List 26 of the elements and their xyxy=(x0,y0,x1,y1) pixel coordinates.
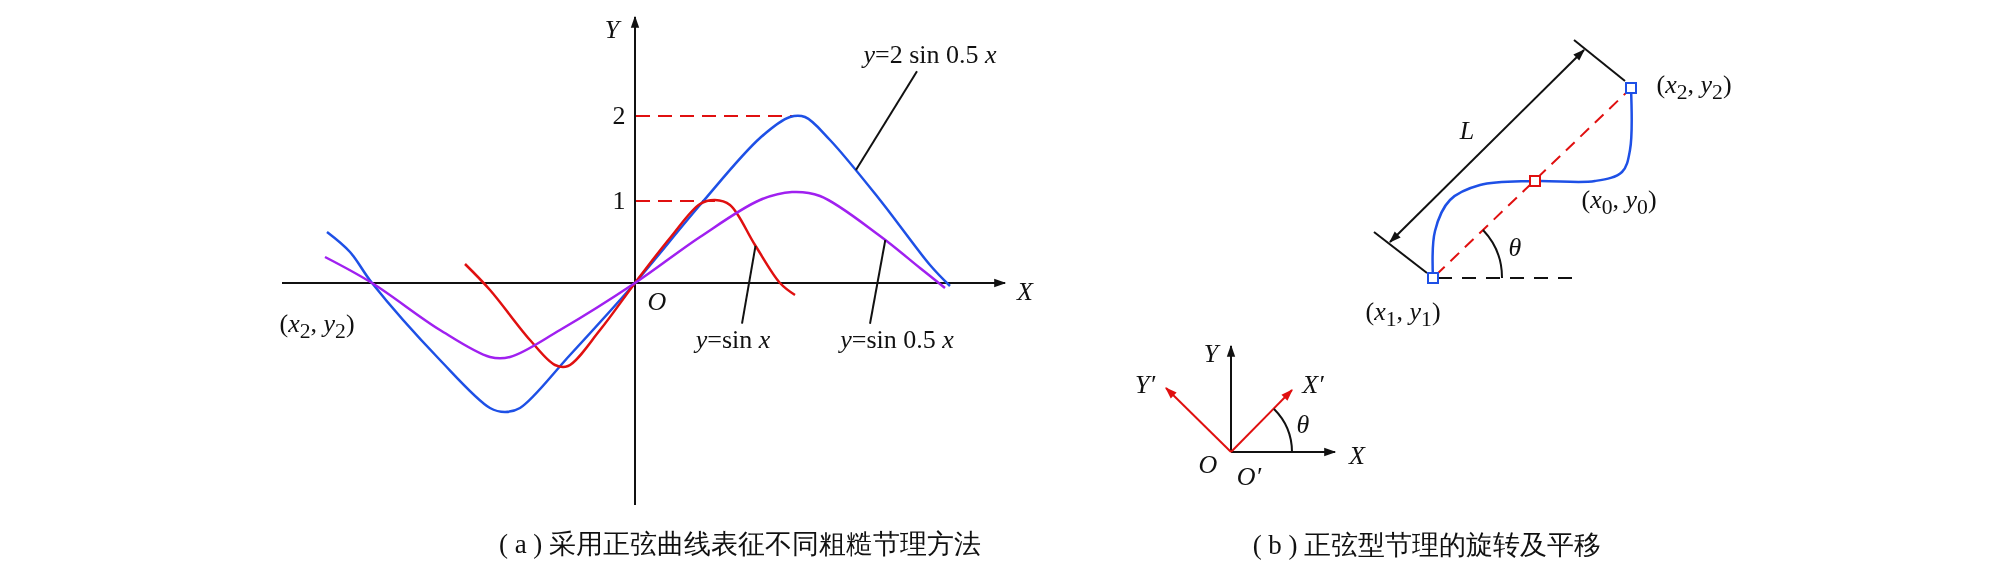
coordinate-label: (x$_{2}$, y$_{2}$) xyxy=(1656,71,1732,105)
caption: ( a ) 采用正弦曲线表征不同粗糙节理方法 xyxy=(498,530,982,560)
leader-line xyxy=(869,238,887,325)
origin-label: O xyxy=(647,287,667,317)
leader-line xyxy=(854,70,918,172)
axis-label: X xyxy=(1349,441,1365,471)
origin-label: O′ xyxy=(1236,462,1262,492)
angle-label: θ xyxy=(1508,233,1522,263)
axis-label: Y xyxy=(1203,339,1219,369)
tick-label: 2 xyxy=(612,101,626,131)
caption: ( b ) 正弦型节理的旋转及平移 xyxy=(1252,531,1602,561)
coordinate-label: (x$_{0}$, y$_{0}$) xyxy=(1581,186,1657,220)
axis-label: Y xyxy=(604,15,620,45)
dimension-label: L xyxy=(1459,116,1475,146)
angle-label: θ xyxy=(1296,410,1310,440)
coordinate-label: (x$_{1}$, y$_{1}$) xyxy=(1365,298,1441,332)
origin-label: O xyxy=(1198,450,1218,480)
axis-label: Y′ xyxy=(1134,370,1156,400)
curve-label: y=sin 0.5 x xyxy=(840,325,954,355)
leader-line xyxy=(741,244,757,325)
axis-label: X xyxy=(1017,277,1033,307)
curve-label: y=sin x xyxy=(695,325,771,355)
axis-label: X′ xyxy=(1302,370,1324,400)
tick-label: 1 xyxy=(612,186,626,216)
curve-label: y=2 sin 0.5 x xyxy=(863,40,997,70)
coordinate-label: (x$_{2}$, y$_{2}$) xyxy=(279,310,355,344)
